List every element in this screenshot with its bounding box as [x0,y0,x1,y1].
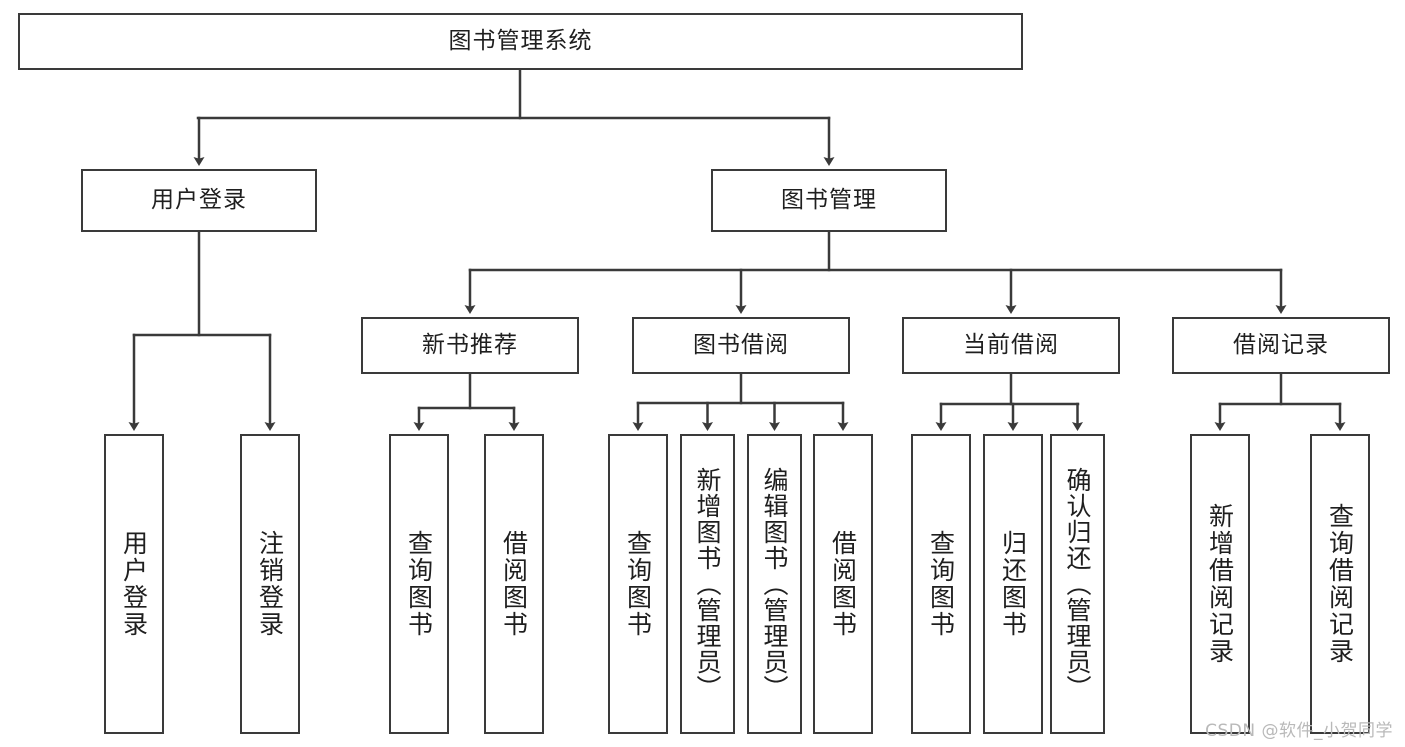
node-label: 图书借阅 [693,331,789,358]
node-book-borrow[interactable]: 图书借阅 [632,317,850,374]
node-label: 借阅记录 [1233,331,1329,358]
node-label: 借阅图书 [499,530,529,638]
node-leaf-borrow-book-2[interactable]: 借阅图书 [813,434,873,734]
node-label: 图书管理 [781,186,877,213]
node-label: 当前借阅 [963,331,1059,358]
node-label: 用户登录 [119,530,149,638]
node-label: 确认归还（管理员） [1063,467,1092,701]
node-label: 查询图书 [623,530,653,638]
node-label: 新书推荐 [422,331,518,358]
node-label: 归还图书 [998,530,1028,638]
node-leaf-add-record[interactable]: 新增借阅记录 [1190,434,1250,734]
node-label: 查询借阅记录 [1325,503,1355,665]
node-leaf-return-book[interactable]: 归还图书 [983,434,1043,734]
node-root[interactable]: 图书管理系统 [18,13,1023,70]
node-leaf-query-book-1[interactable]: 查询图书 [389,434,449,734]
watermark-label: CSDN @软件_小贺同学 [1205,721,1393,741]
node-label: 借阅图书 [828,530,858,638]
node-user-login[interactable]: 用户登录 [81,169,317,232]
node-label: 用户登录 [151,186,247,213]
node-leaf-user-login[interactable]: 用户登录 [104,434,164,734]
node-label: 注销登录 [255,530,285,638]
node-label: 编辑图书（管理员） [760,467,789,701]
node-leaf-query-book-3[interactable]: 查询图书 [911,434,971,734]
node-book-manage[interactable]: 图书管理 [711,169,947,232]
node-leaf-query-record[interactable]: 查询借阅记录 [1310,434,1370,734]
node-leaf-edit-book[interactable]: 编辑图书（管理员） [747,434,802,734]
node-leaf-borrow-book-1[interactable]: 借阅图书 [484,434,544,734]
node-label: 查询图书 [926,530,956,638]
node-leaf-add-book[interactable]: 新增图书（管理员） [680,434,735,734]
node-label: 新增借阅记录 [1205,503,1235,665]
node-label: 新增图书（管理员） [693,467,722,701]
node-new-book-recommend[interactable]: 新书推荐 [361,317,579,374]
node-leaf-logout[interactable]: 注销登录 [240,434,300,734]
node-leaf-confirm-return[interactable]: 确认归还（管理员） [1050,434,1105,734]
node-borrow-record[interactable]: 借阅记录 [1172,317,1390,374]
node-current-borrow[interactable]: 当前借阅 [902,317,1120,374]
node-leaf-query-book-2[interactable]: 查询图书 [608,434,668,734]
node-label: 图书管理系统 [448,27,593,54]
node-label: 查询图书 [404,530,434,638]
